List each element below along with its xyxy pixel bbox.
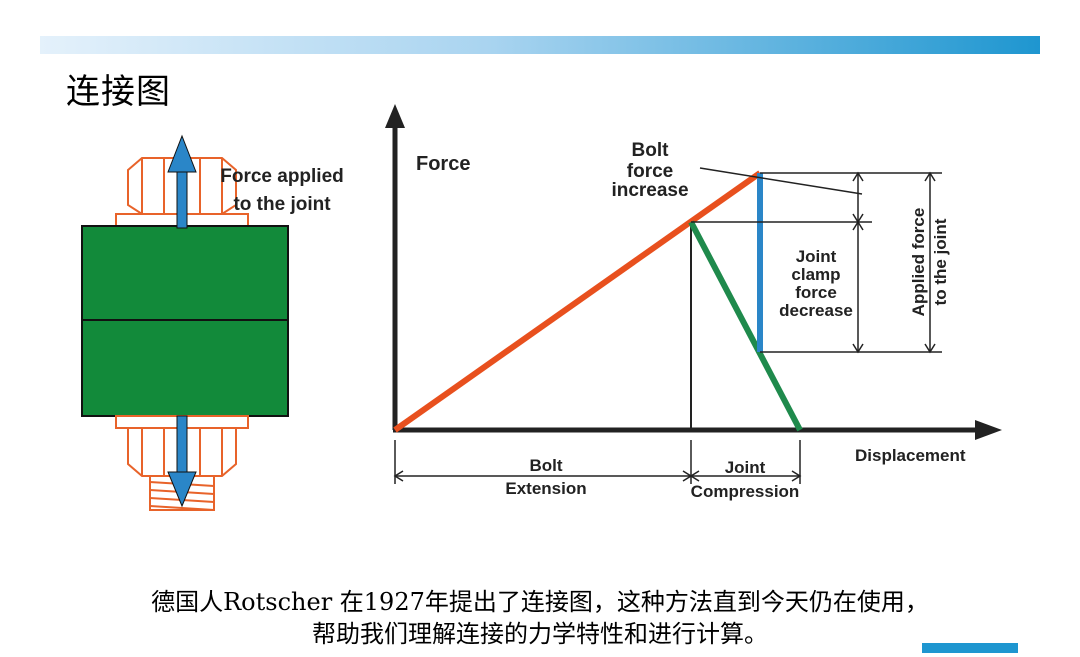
applied-force-dimension bbox=[924, 171, 936, 354]
bolt-increase-label-1: Bolt bbox=[632, 140, 670, 161]
applied-force-label-2: to the joint bbox=[931, 218, 950, 305]
force-applied-label-1: Force applied bbox=[220, 166, 344, 187]
joint-stiffness-line bbox=[688, 220, 803, 432]
clamp-label-4: decrease bbox=[779, 301, 853, 320]
applied-force-label-1: Applied force bbox=[909, 208, 928, 317]
bolt-increase-pointer bbox=[699, 167, 863, 195]
force-arrow-up bbox=[167, 134, 197, 229]
caption-line-1: 德国人Rotscher 在1927年提出了连接图，这种方法直到今天仍在使用， bbox=[151, 588, 929, 616]
lower-plate bbox=[81, 319, 289, 417]
bolt-increase-dimension bbox=[852, 171, 864, 224]
bolted-joint-figure: Force applied to the joint bbox=[81, 134, 344, 511]
clamp-label-3: force bbox=[795, 283, 837, 302]
bolt-increase-label-2: force bbox=[627, 161, 673, 182]
displacement-axis-arrowhead bbox=[975, 420, 1002, 440]
force-applied-label-2: to the joint bbox=[233, 194, 331, 215]
joint-diagram: Force applied to the joint Force Displac… bbox=[81, 104, 1002, 511]
clamp-label-2: clamp bbox=[791, 265, 840, 284]
clamp-label-1: Joint bbox=[796, 247, 837, 266]
y-axis-label: Force bbox=[416, 153, 470, 175]
upper-plate bbox=[81, 225, 289, 321]
joint-compression-label-1: Joint bbox=[725, 458, 766, 477]
caption-line-2: 帮助我们理解连接的力学特性和进行计算。 bbox=[312, 620, 768, 648]
bolt-extension-label-1: Bolt bbox=[529, 456, 562, 475]
bolt-extension-label-2: Extension bbox=[505, 479, 586, 498]
joint-compression-dimension bbox=[689, 440, 802, 484]
x-axis-label: Displacement bbox=[855, 446, 966, 465]
force-axis-arrowhead bbox=[385, 104, 405, 128]
bolt-increase-label-3: increase bbox=[611, 180, 688, 201]
clamp-decrease-dimension bbox=[852, 220, 864, 354]
force-arrow-down bbox=[167, 415, 197, 508]
force-displacement-graph: Force Displacement Bolt force increase bbox=[385, 104, 1002, 501]
slide-caption: 德国人Rotscher 在1927年提出了连接图，这种方法直到今天仍在使用， 帮… bbox=[0, 586, 1080, 650]
slide-title: 连接图 bbox=[66, 72, 171, 112]
footer-accent-bar bbox=[922, 643, 1018, 653]
bolt-stiffness-line bbox=[393, 170, 762, 433]
bolt-extension-dimension bbox=[393, 440, 693, 484]
header-accent-bar bbox=[40, 36, 1040, 54]
joint-compression-label-2: Compression bbox=[691, 482, 800, 501]
